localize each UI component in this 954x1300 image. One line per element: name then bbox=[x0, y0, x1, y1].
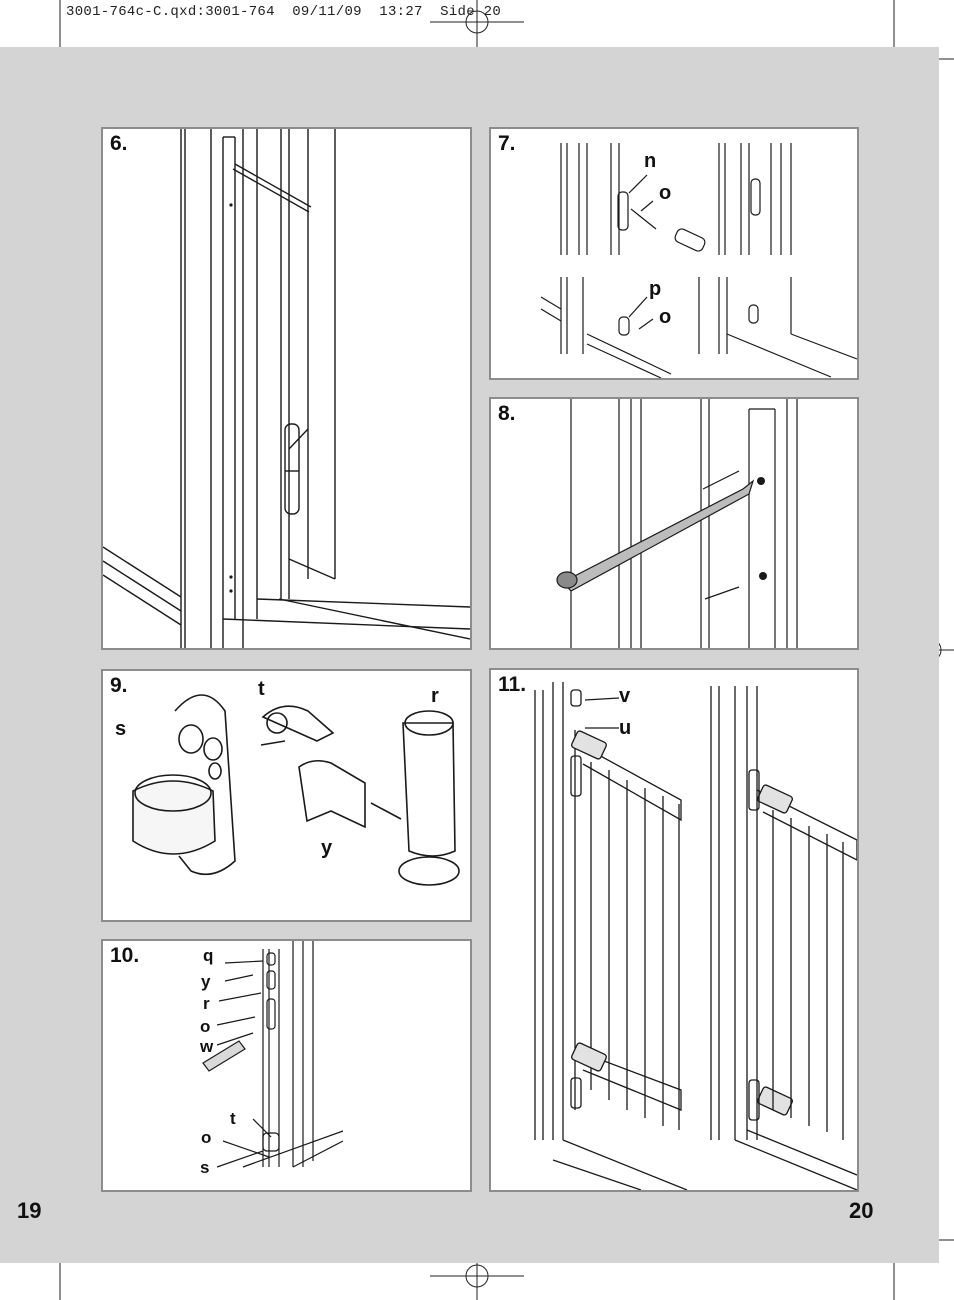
step-number: 7. bbox=[498, 132, 516, 155]
label-y: y bbox=[321, 837, 333, 859]
page-number-right: 20 bbox=[849, 1198, 874, 1223]
pencil-mark-illustration bbox=[556, 399, 798, 648]
label-y: y bbox=[201, 972, 211, 991]
registration-mark-top bbox=[430, 0, 524, 47]
panel-step-7: 7. n o p o bbox=[489, 127, 859, 380]
label-t: t bbox=[258, 678, 265, 700]
step-number: 6. bbox=[110, 132, 128, 155]
label-t: t bbox=[230, 1109, 236, 1128]
label-n: n bbox=[644, 150, 657, 172]
step-number: 11. bbox=[498, 673, 527, 696]
door-frame-pencil-illustration bbox=[103, 129, 470, 648]
panel-step-11: 11. v u bbox=[489, 668, 859, 1192]
panel-step-10: 10. q y r o w t o s bbox=[101, 939, 472, 1192]
label-o: o bbox=[201, 1128, 212, 1147]
registration-mark-bottom bbox=[430, 1253, 524, 1300]
panel-step-9: 9. t r s y bbox=[101, 669, 472, 922]
panel-step-6: 6. bbox=[101, 127, 472, 650]
label-o: o bbox=[200, 1017, 211, 1036]
label-v: v bbox=[619, 685, 631, 707]
label-o: o bbox=[659, 182, 672, 204]
bracket-parts-illustration bbox=[132, 694, 460, 886]
label-o: o bbox=[659, 306, 672, 328]
panel-step-8: 8. bbox=[489, 397, 859, 650]
bracket-screw-illustration bbox=[540, 143, 857, 378]
label-u: u bbox=[619, 717, 632, 739]
label-s: s bbox=[200, 1158, 210, 1177]
step-number: 8. bbox=[498, 402, 516, 425]
hinge-assembly-illustration bbox=[202, 941, 344, 1168]
label-r: r bbox=[203, 994, 210, 1013]
label-p: p bbox=[649, 278, 662, 300]
step-number: 10. bbox=[110, 944, 140, 967]
page-number-left: 19 bbox=[17, 1198, 42, 1223]
label-s: s bbox=[115, 718, 127, 740]
step-number: 9. bbox=[110, 674, 128, 697]
print-slug-line: 3001-764c-C.qxd:3001-764 09/11/09 13:27 … bbox=[66, 4, 502, 20]
gate-mounting-illustration bbox=[534, 682, 857, 1190]
label-r: r bbox=[431, 685, 439, 707]
label-w: w bbox=[200, 1037, 214, 1056]
label-q: q bbox=[203, 946, 214, 965]
